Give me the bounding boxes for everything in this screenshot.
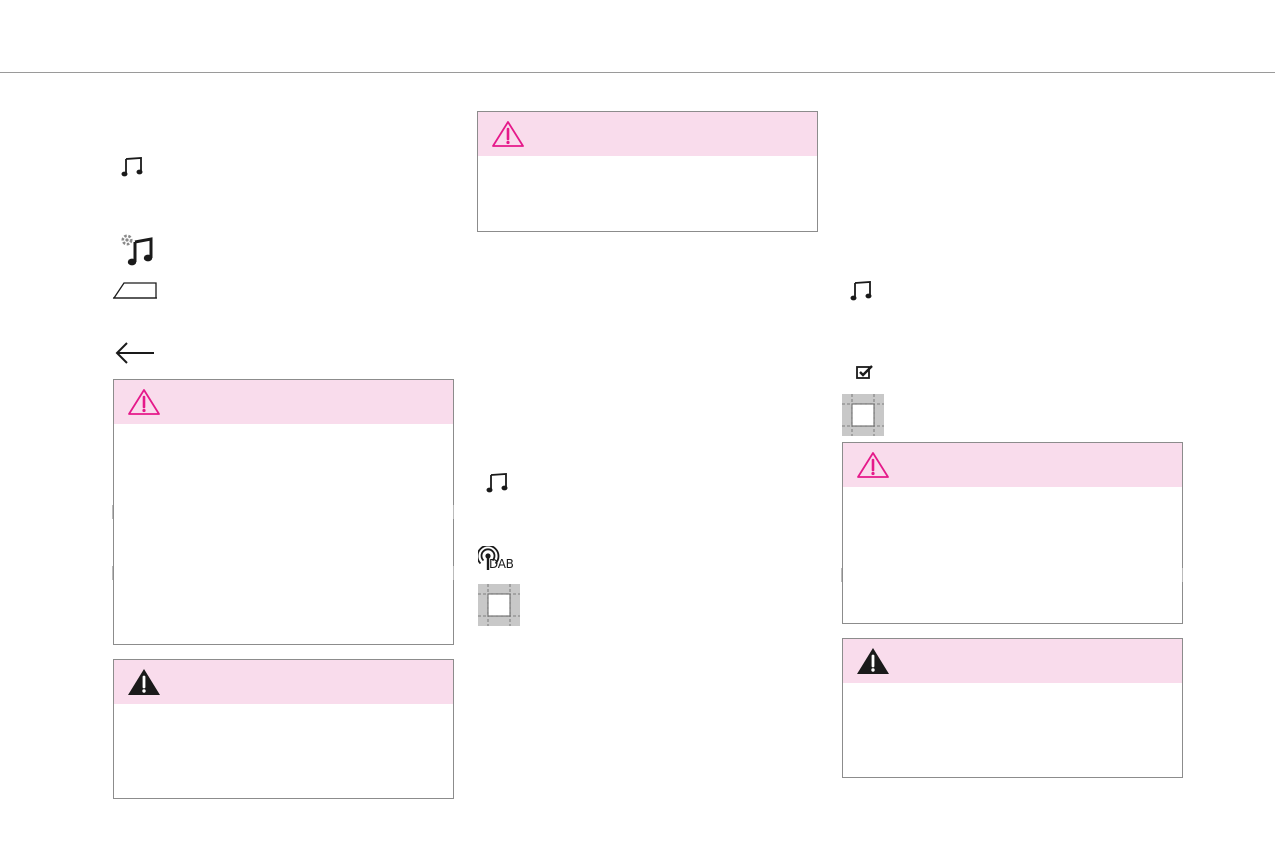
margin-tick xyxy=(453,505,454,519)
dab-radio-icon: DAB xyxy=(478,546,522,574)
warning-filled-triangle-icon xyxy=(128,669,160,695)
warning-box xyxy=(113,379,454,645)
warning-box xyxy=(113,659,454,799)
checkbox-icon xyxy=(856,365,873,379)
warning-header xyxy=(478,112,817,156)
header-divider xyxy=(0,72,1275,73)
warning-box xyxy=(842,442,1183,624)
music-note-icon xyxy=(850,281,872,301)
margin-tick xyxy=(112,505,113,519)
warning-header xyxy=(843,639,1182,683)
warning-filled-triangle-icon xyxy=(857,648,889,674)
warning-header xyxy=(114,660,453,704)
warning-triangle-icon xyxy=(128,389,160,415)
warning-box xyxy=(477,111,818,232)
warning-triangle-icon xyxy=(492,121,524,147)
warning-header xyxy=(843,443,1182,487)
dab-label: DAB xyxy=(489,557,514,571)
margin-tick xyxy=(453,566,454,580)
placeholder-square-icon xyxy=(478,584,520,626)
placeholder-square-icon xyxy=(842,394,884,436)
margin-tick xyxy=(1182,568,1183,582)
back-arrow-icon[interactable] xyxy=(114,340,156,366)
warning-box xyxy=(842,638,1183,778)
music-note-icon xyxy=(121,157,143,177)
margin-tick xyxy=(112,566,113,580)
music-note-icon xyxy=(486,473,508,493)
media-card-icon xyxy=(112,282,157,299)
warning-triangle-icon xyxy=(857,452,889,478)
margin-tick xyxy=(841,568,842,582)
music-settings-icon xyxy=(121,234,153,266)
warning-header xyxy=(114,380,453,424)
